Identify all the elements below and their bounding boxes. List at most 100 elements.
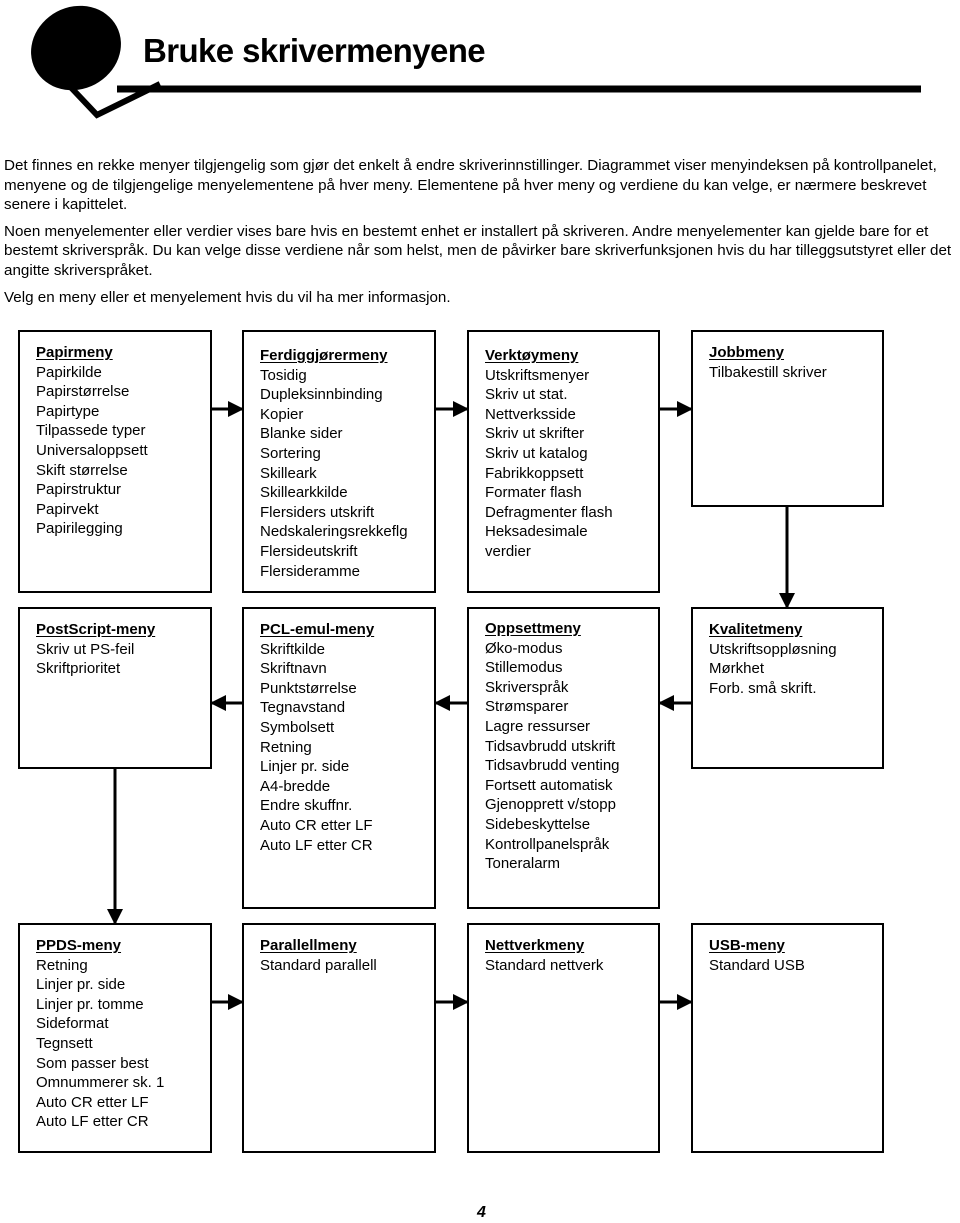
menu-item[interactable]: Flersideutskrift: [260, 542, 358, 560]
menu-item[interactable]: Strømsparer: [485, 698, 569, 716]
menu-item[interactable]: Retning: [260, 738, 312, 756]
menu-item[interactable]: Utskriftsoppløsning: [709, 640, 837, 658]
menu-item[interactable]: Auto LF etter CR: [36, 1113, 149, 1131]
menu-item[interactable]: Universaloppsett: [36, 441, 148, 459]
menu-item[interactable]: Tidsavbrudd venting: [485, 757, 620, 775]
menu-item[interactable]: Kontrollpanelspråk: [485, 835, 610, 853]
menu-link-ppds-meny[interactable]: PPDS-meny: [36, 937, 122, 954]
menu-item[interactable]: Papirstørrelse: [36, 383, 130, 401]
menu-item[interactable]: Linjer pr. side: [36, 976, 126, 994]
menu-link-jobbmeny[interactable]: Jobbmeny: [709, 344, 785, 361]
menu-link-postscript-meny[interactable]: PostScript-meny: [36, 621, 156, 638]
menu-item[interactable]: Skriftkilde: [260, 640, 326, 658]
menu-item[interactable]: Som passer best: [36, 1054, 149, 1072]
menu-item[interactable]: Heksadesimale: [485, 523, 588, 541]
menu-flow-arrows: [107, 401, 795, 1010]
menu-link-kvalitetmeny[interactable]: Kvalitetmeny: [709, 621, 803, 638]
menu-link-usb-meny[interactable]: USB-meny: [709, 937, 785, 954]
menu-item[interactable]: Tegnavstand: [260, 699, 346, 717]
menu-item[interactable]: Skift størrelse: [36, 461, 128, 479]
menu-item[interactable]: Defragmenter flash: [485, 503, 613, 521]
menu-item[interactable]: Skriv ut katalog: [485, 444, 588, 462]
menu-item[interactable]: Auto LF etter CR: [260, 836, 373, 854]
menu-item[interactable]: Flersiders utskrift: [260, 503, 375, 521]
menu-item[interactable]: Linjer pr. side: [260, 758, 350, 776]
menu-item[interactable]: Skriftnavn: [260, 660, 327, 678]
menu-item[interactable]: Fortsett automatisk: [485, 776, 613, 794]
menu-item[interactable]: Punktstørrelse: [260, 679, 357, 697]
menu-item[interactable]: Symbolsett: [260, 718, 335, 736]
menu-item[interactable]: Tidsavbrudd utskrift: [485, 737, 616, 755]
page-title: Bruke skrivermenyene: [143, 32, 486, 69]
menu-item[interactable]: Formater flash: [485, 484, 582, 502]
menu-item[interactable]: Skillearkkilde: [260, 484, 348, 502]
menu-item[interactable]: Retning: [36, 956, 88, 974]
menu-item[interactable]: Papirvekt: [36, 500, 99, 518]
menu-item[interactable]: Nettverksside: [485, 405, 576, 423]
menu-item[interactable]: Standard parallell: [260, 956, 377, 974]
menu-item[interactable]: Forb. små skrift.: [709, 679, 817, 697]
menu-item[interactable]: Sidebeskyttelse: [485, 815, 591, 833]
menu-item[interactable]: Nedskaleringsrekkeflg: [260, 523, 408, 541]
intro-text: Det finnes en rekke menyer tilgjengelig …: [4, 156, 959, 314]
menu-box-jobbmeny: Jobbmeny Tilbakestill skriver: [691, 330, 884, 507]
menu-item[interactable]: Standard nettverk: [485, 956, 604, 974]
menu-items: Standard nettverk: [485, 956, 646, 976]
menu-item[interactable]: Skriv ut skrifter: [485, 425, 585, 443]
menu-item[interactable]: Sortering: [260, 444, 321, 462]
menu-link-verktoymeny[interactable]: Verktøymeny: [485, 347, 579, 364]
menu-item[interactable]: Skilleark: [260, 464, 317, 482]
menu-item[interactable]: Dupleksinnbinding: [260, 386, 383, 404]
menu-items: Standard parallell: [260, 956, 422, 976]
menu-item[interactable]: Skriftprioritet: [36, 660, 121, 678]
menu-link-papirmeny[interactable]: Papirmeny: [36, 344, 113, 361]
menu-item[interactable]: Flersideramme: [260, 562, 361, 580]
menu-item[interactable]: Øko-modus: [485, 639, 563, 657]
menu-link-oppsettmeny[interactable]: Oppsettmeny: [485, 620, 581, 637]
menu-link-nettverkmeny[interactable]: Nettverkmeny: [485, 937, 585, 954]
menu-item[interactable]: verdier: [485, 542, 531, 560]
menu-box-parallellmeny: Parallellmeny Standard parallell: [242, 923, 436, 1153]
menu-item[interactable]: Kopier: [260, 405, 304, 423]
menu-items: Standard USB: [709, 956, 870, 976]
menu-item[interactable]: Stillemodus: [485, 659, 563, 677]
menu-item[interactable]: Mørkhet: [709, 660, 765, 678]
menu-item[interactable]: A4-bredde: [260, 777, 331, 795]
menu-item[interactable]: Omnummerer sk. 1: [36, 1074, 165, 1092]
menu-item[interactable]: Standard USB: [709, 956, 805, 974]
menu-item[interactable]: Auto CR etter LF: [36, 1093, 149, 1111]
menu-link-pcl-emul-meny[interactable]: PCL-emul-meny: [260, 621, 375, 638]
menu-link-ferdiggjorermeny[interactable]: Ferdiggjørermeny: [260, 347, 388, 364]
page-number: 4: [477, 1204, 486, 1221]
menu-item[interactable]: Skriv ut PS-feil: [36, 640, 135, 658]
menu-item[interactable]: Blanke sider: [260, 425, 343, 443]
menu-item[interactable]: Sideformat: [36, 1015, 109, 1033]
menu-item[interactable]: Papirkilde: [36, 363, 102, 381]
menu-item[interactable]: Fabrikkoppsett: [485, 464, 584, 482]
menu-item[interactable]: Utskriftsmenyer: [485, 366, 590, 384]
menu-item[interactable]: Papirtype: [36, 402, 100, 420]
menu-item[interactable]: Endre skuffnr.: [260, 797, 353, 815]
menu-item[interactable]: Auto CR etter LF: [260, 816, 373, 834]
menu-item[interactable]: Tilpassede typer: [36, 422, 146, 440]
menu-item[interactable]: Papirilegging: [36, 520, 123, 538]
menu-item[interactable]: Tosidig: [260, 366, 307, 384]
menu-item[interactable]: Tilbakestill skriver: [709, 363, 827, 381]
menu-item[interactable]: Toneralarm: [485, 855, 561, 873]
menu-item[interactable]: Lagre ressurser: [485, 717, 591, 735]
menu-item[interactable]: Skriverspråk: [485, 678, 569, 696]
menu-item[interactable]: Gjenopprett v/stopp: [485, 796, 616, 814]
menu-link-parallellmeny[interactable]: Parallellmeny: [260, 937, 357, 954]
menu-item[interactable]: Linjer pr. tomme: [36, 995, 144, 1013]
menu-item[interactable]: Skriv ut stat.: [485, 386, 568, 404]
menu-item[interactable]: Papirstruktur: [36, 481, 122, 499]
menu-item[interactable]: Tegnsett: [36, 1034, 93, 1052]
